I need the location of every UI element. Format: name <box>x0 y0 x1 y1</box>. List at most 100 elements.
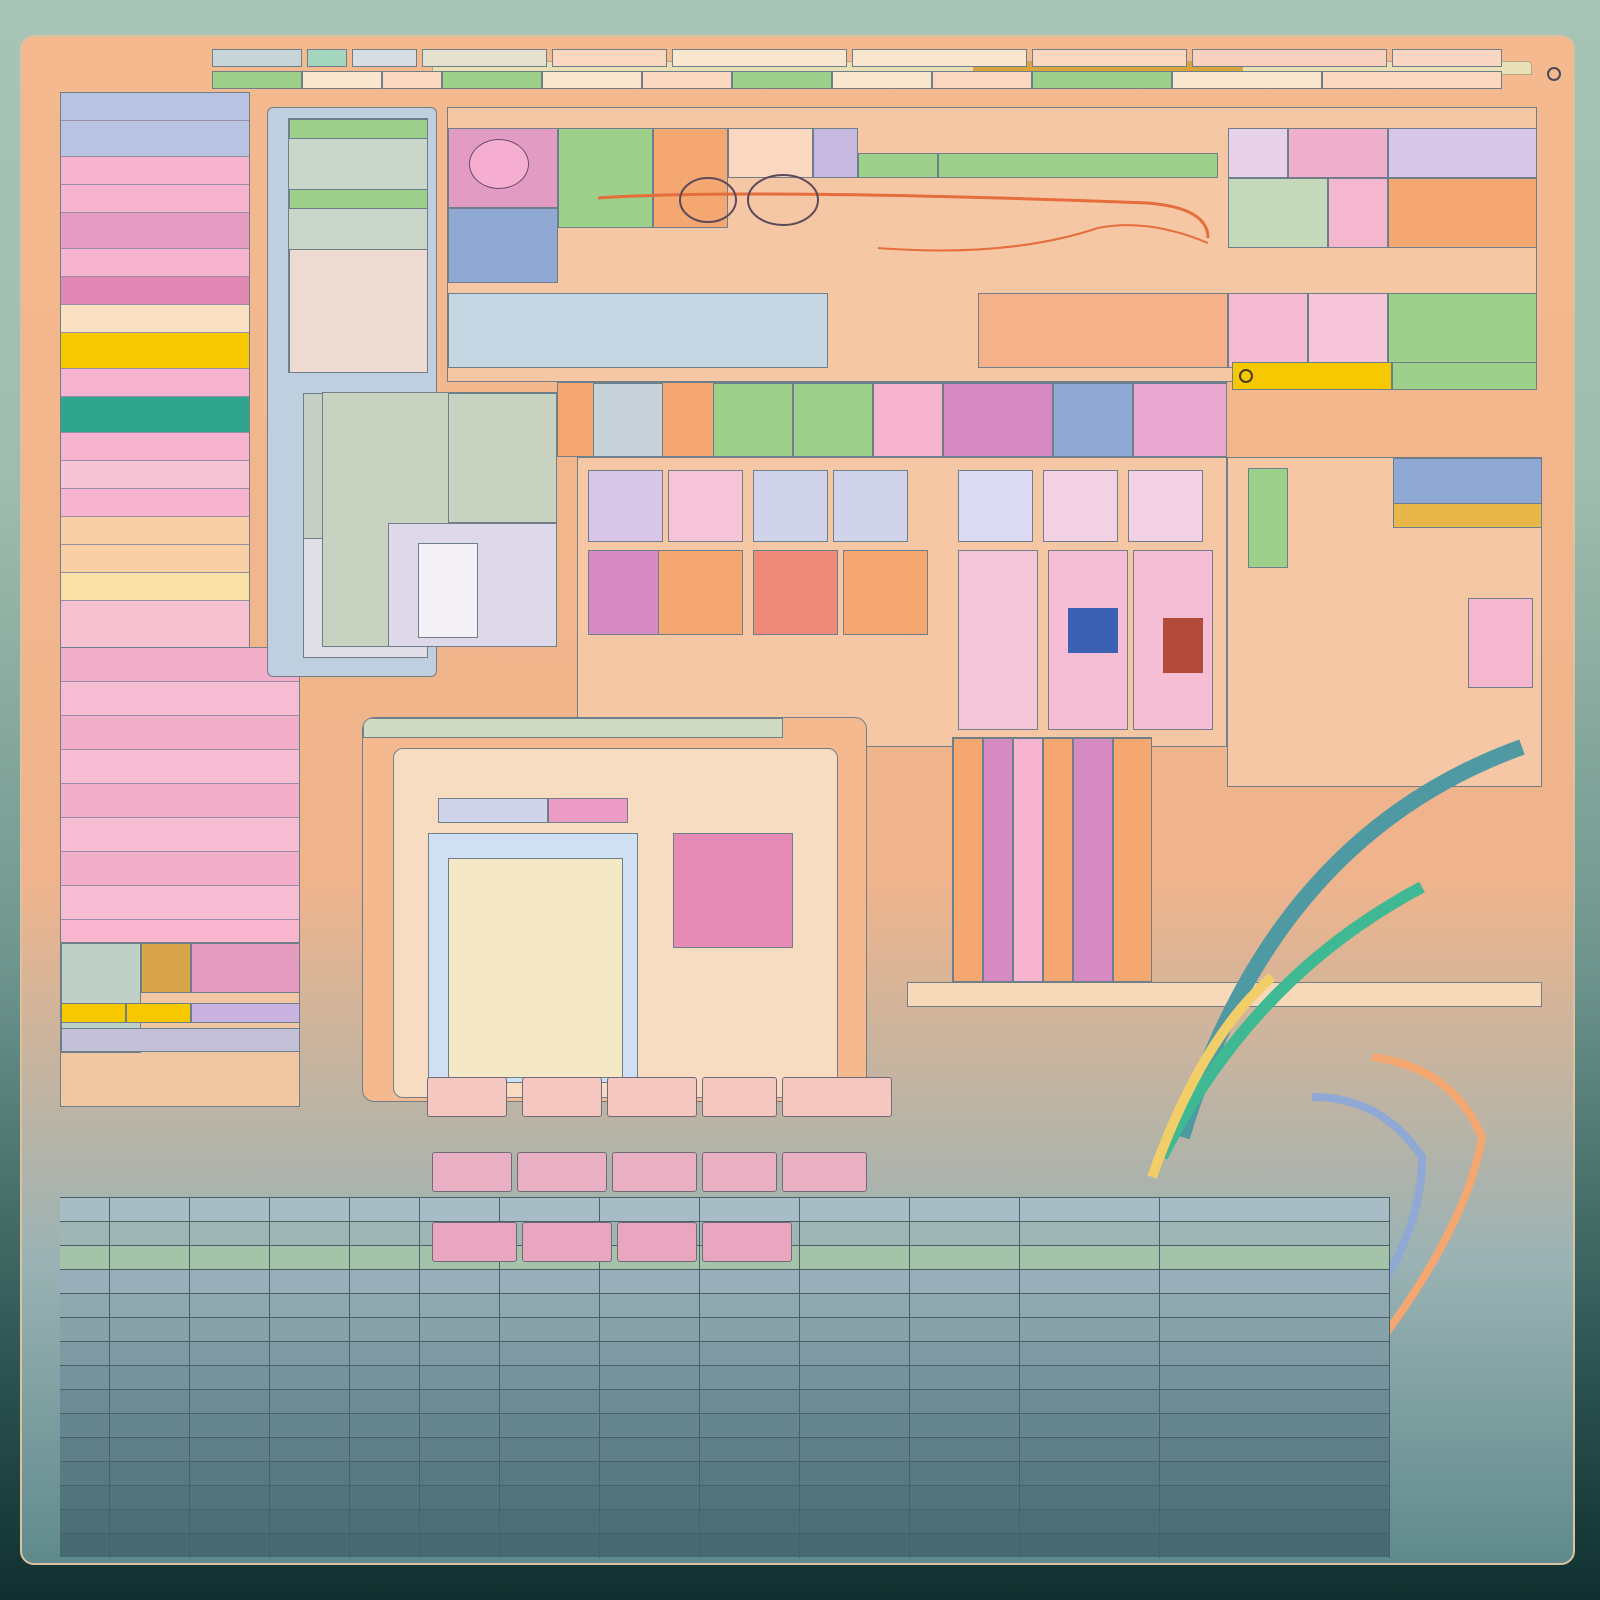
sidebar-item[interactable] <box>61 433 249 461</box>
table-row[interactable] <box>60 1437 1390 1462</box>
toolbar-tab[interactable] <box>542 71 642 89</box>
media-thumbnail[interactable] <box>753 470 828 542</box>
table-row[interactable] <box>60 1485 1390 1510</box>
sidebar-item[interactable] <box>61 305 249 333</box>
list-item[interactable] <box>61 852 299 886</box>
toolbar-tab[interactable] <box>442 71 542 89</box>
table-cell <box>1020 1486 1160 1510</box>
list-item[interactable] <box>61 818 299 852</box>
sidebar-item[interactable] <box>61 277 249 305</box>
sidebar-item[interactable] <box>61 213 249 249</box>
table-row[interactable] <box>60 1461 1390 1486</box>
table-row[interactable] <box>60 1509 1390 1534</box>
table-cell <box>700 1270 800 1294</box>
value-tile[interactable] <box>782 1077 892 1117</box>
value-tile[interactable] <box>702 1222 792 1262</box>
table-cell <box>700 1438 800 1462</box>
toolbar-item[interactable] <box>1392 49 1502 67</box>
value-tile[interactable] <box>782 1152 867 1192</box>
table-cell <box>800 1198 910 1222</box>
sidebar-item[interactable] <box>61 397 249 433</box>
media-thumbnail[interactable] <box>958 470 1033 542</box>
table-row[interactable] <box>60 1341 1390 1366</box>
sidebar-item[interactable] <box>61 185 249 213</box>
table-row[interactable] <box>60 1533 1390 1558</box>
table-row[interactable] <box>60 1197 1390 1222</box>
value-tile[interactable] <box>432 1222 517 1262</box>
toolbar-tab[interactable] <box>1322 71 1502 89</box>
table-cell <box>500 1534 600 1558</box>
list-item[interactable] <box>61 682 299 716</box>
table-cell <box>110 1222 190 1246</box>
table-row[interactable] <box>60 1389 1390 1414</box>
value-tile[interactable] <box>607 1077 697 1117</box>
value-tile[interactable] <box>522 1077 602 1117</box>
value-tile[interactable] <box>702 1077 777 1117</box>
media-card[interactable] <box>843 550 928 635</box>
value-tile[interactable] <box>702 1152 777 1192</box>
toolbar-item[interactable] <box>1032 49 1187 67</box>
toolbar-tab[interactable] <box>212 71 302 89</box>
table-cell <box>420 1198 500 1222</box>
list-item[interactable] <box>61 750 299 784</box>
value-tile[interactable] <box>612 1152 697 1192</box>
table-cell <box>350 1462 420 1486</box>
list-item[interactable] <box>61 886 299 920</box>
toolbar-item[interactable] <box>307 49 347 67</box>
table-cell <box>1160 1222 1390 1246</box>
toolbar-item[interactable] <box>672 49 847 67</box>
table-cell <box>910 1342 1020 1366</box>
toolbar-item[interactable] <box>552 49 667 67</box>
sidebar-item[interactable] <box>61 489 249 517</box>
media-thumbnail[interactable] <box>588 470 663 542</box>
media-card[interactable] <box>958 550 1038 730</box>
sidebar-item[interactable] <box>61 517 249 545</box>
toolbar-tab[interactable] <box>1172 71 1322 89</box>
chart-thumbnail-panel <box>322 392 557 647</box>
table-row[interactable] <box>60 1317 1390 1342</box>
media-thumbnail[interactable] <box>833 470 908 542</box>
value-tile[interactable] <box>432 1152 512 1192</box>
table-row[interactable] <box>60 1293 1390 1318</box>
toolbar-tab[interactable] <box>1032 71 1172 89</box>
value-tile[interactable] <box>517 1152 607 1192</box>
toolbar-tab[interactable] <box>642 71 732 89</box>
sidebar-item[interactable] <box>61 249 249 277</box>
value-tile[interactable] <box>522 1222 612 1262</box>
sidebar-item[interactable] <box>61 93 249 121</box>
table-row[interactable] <box>60 1269 1390 1294</box>
table-row[interactable] <box>60 1365 1390 1390</box>
table-row[interactable] <box>60 1413 1390 1438</box>
toolbar-tab[interactable] <box>932 71 1032 89</box>
toolbar-item[interactable] <box>212 49 302 67</box>
sidebar-item[interactable] <box>61 545 249 573</box>
media-thumbnail[interactable] <box>668 470 743 542</box>
table-cell <box>1020 1342 1160 1366</box>
list-item[interactable] <box>61 648 299 682</box>
media-card[interactable] <box>658 550 743 635</box>
table-cell <box>350 1510 420 1534</box>
value-tile[interactable] <box>427 1077 507 1117</box>
sidebar-item[interactable] <box>61 369 249 397</box>
close-icon[interactable] <box>1547 67 1561 81</box>
media-thumbnail[interactable] <box>1128 470 1203 542</box>
toolbar-tab[interactable] <box>302 71 382 89</box>
sidebar-item[interactable] <box>61 573 249 601</box>
value-tile[interactable] <box>617 1222 697 1262</box>
toolbar-tab[interactable] <box>832 71 932 89</box>
sidebar-item[interactable] <box>61 121 249 157</box>
sidebar-item[interactable] <box>61 461 249 489</box>
media-card[interactable] <box>753 550 838 635</box>
toolbar-item[interactable] <box>422 49 547 67</box>
sidebar-item[interactable] <box>61 333 249 369</box>
toolbar-tab[interactable] <box>382 71 442 89</box>
media-thumbnail[interactable] <box>1043 470 1118 542</box>
list-item[interactable] <box>61 784 299 818</box>
toolbar-item[interactable] <box>1192 49 1387 67</box>
sidebar-item[interactable] <box>61 157 249 185</box>
toolbar-item[interactable] <box>852 49 1027 67</box>
list-item[interactable] <box>61 716 299 750</box>
toolbar-item[interactable] <box>352 49 417 67</box>
toolbar-tab[interactable] <box>732 71 832 89</box>
sidebar <box>60 92 250 652</box>
